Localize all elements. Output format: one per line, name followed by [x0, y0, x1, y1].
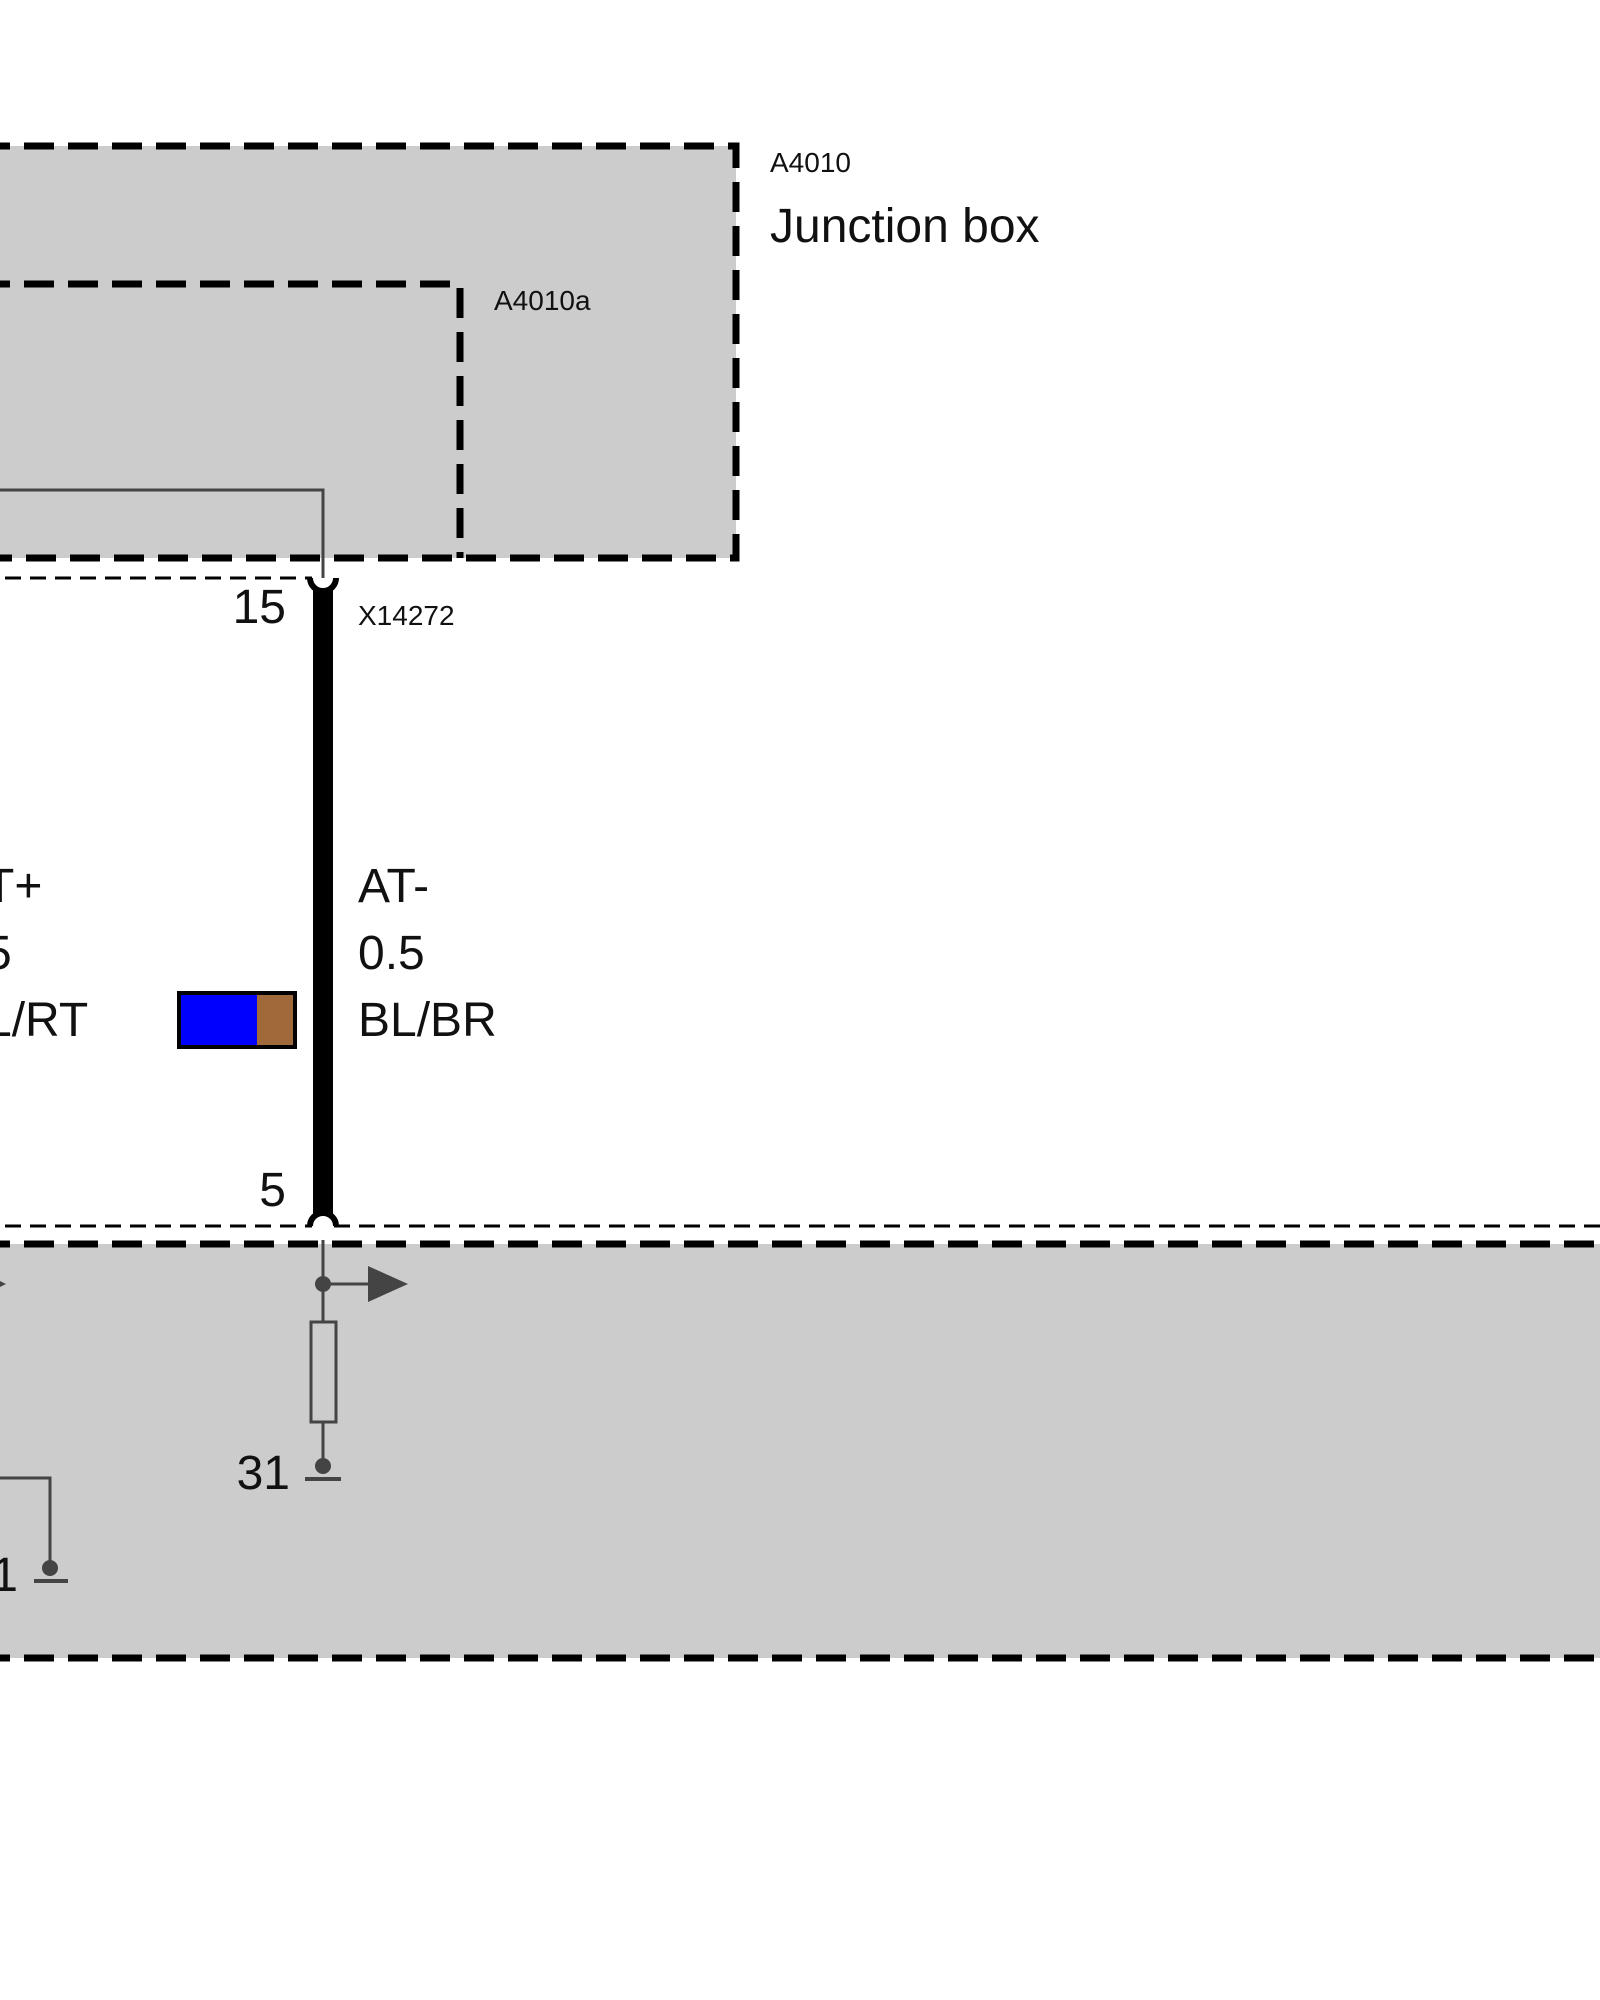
partial-wire-gauge: 5 — [0, 927, 12, 980]
junction-box-title: Junction box — [770, 200, 1040, 253]
internal-trace-top — [0, 488, 325, 578]
left-output-arrow — [0, 1281, 6, 1287]
wire-gauge: 0.5 — [358, 927, 425, 980]
left-internal-trace — [0, 1476, 52, 1568]
inner-module-id: A4010a — [494, 285, 591, 316]
wire-color-swatch-border — [177, 991, 297, 1049]
wire-signal-name: AT- — [358, 860, 429, 913]
junction-box-outer — [0, 146, 736, 558]
ground-node — [315, 1458, 331, 1474]
wire-color-code: BL/BR — [358, 994, 497, 1047]
pin-number-top: 15 — [233, 581, 286, 634]
connector-pin-5-symbol — [307, 1210, 339, 1227]
junction-box-border — [0, 142, 740, 562]
left-ground-label: 1 — [0, 1549, 18, 1602]
partial-wire-color-code: L/RT — [0, 994, 88, 1047]
inner-module-border — [0, 280, 464, 558]
wire-color-swatch-secondary — [257, 993, 295, 1047]
wire-color-swatch-primary — [179, 993, 257, 1047]
partial-wire-signal-name: T+ — [0, 860, 42, 913]
signal-output-arrow — [368, 1266, 408, 1302]
left-ground-node — [42, 1560, 58, 1576]
lower-module-body — [0, 1244, 1600, 1658]
connector-id: X14272 — [358, 600, 455, 631]
ground-label: 31 — [237, 1447, 290, 1500]
connector-pin-15-symbol — [307, 577, 339, 594]
pin-number-bottom: 5 — [259, 1164, 286, 1217]
junction-box-id: A4010 — [770, 147, 851, 178]
